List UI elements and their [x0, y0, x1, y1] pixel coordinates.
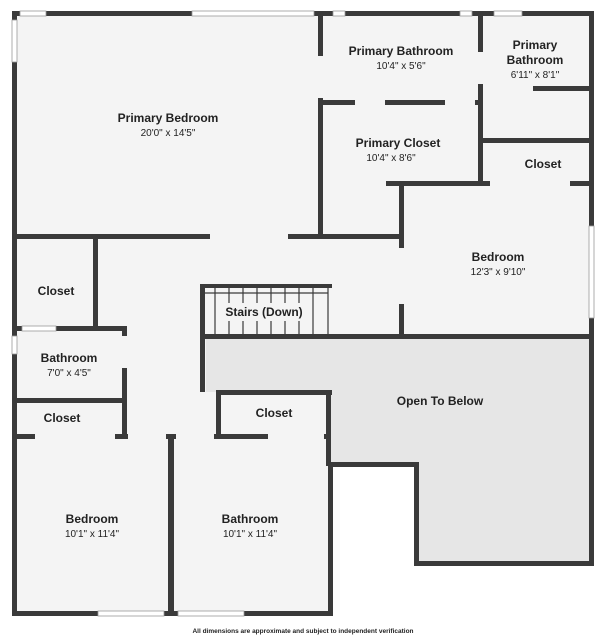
room-dims-primary-bathroom: 10'4" x 5'6"	[376, 61, 426, 72]
windows	[11, 10, 595, 617]
room-name-primary-bathroom: Primary Bathroom	[349, 44, 454, 58]
open-to-below-area	[206, 339, 590, 562]
room-name-bedroom-bottom: Bedroom	[66, 512, 119, 526]
room-name-closet-left-lower: Closet	[44, 411, 81, 425]
room-name-primary-bathroom-2-line1: Primary	[513, 38, 558, 52]
room-name-primary-closet: Primary Closet	[356, 136, 441, 150]
room-name-primary-bedroom: Primary Bedroom	[118, 111, 219, 125]
room-dims-bathroom-small: 7'0" x 4'5"	[47, 368, 91, 379]
room-dims-primary-bathroom-2: 6'11" x 8'1"	[511, 70, 560, 81]
room-name-bathroom-small: Bathroom	[41, 351, 98, 365]
stairs-treads	[205, 288, 329, 334]
room-name-bedroom-right: Bedroom	[472, 250, 525, 264]
room-name-bathroom-bottom: Bathroom	[222, 512, 279, 526]
room-name-closet-right: Closet	[525, 157, 562, 171]
doors	[35, 52, 570, 439]
room-dims-bedroom-right: 12'3" x 9'10"	[471, 267, 526, 278]
room-dims-bedroom-bottom: 10'1" x 11'4"	[65, 529, 120, 540]
room-name-primary-bathroom-2-line2: Bathroom	[507, 53, 564, 67]
disclaimer-text: All dimensions are approximate and subje…	[192, 628, 414, 635]
room-labels: Primary Bedroom 20'0" x 14'5" Primary Ba…	[38, 38, 564, 540]
room-dims-primary-bedroom: 20'0" x 14'5"	[141, 128, 196, 139]
room-name-closet-left-upper: Closet	[38, 284, 75, 298]
room-name-closet-middle: Closet	[256, 406, 293, 420]
room-dims-bathroom-bottom: 10'1" x 11'4"	[223, 529, 278, 540]
room-name-stairs: Stairs (Down)	[225, 305, 302, 319]
room-dims-primary-closet: 10'4" x 8'6"	[366, 153, 416, 164]
room-name-open-to-below: Open To Below	[397, 394, 484, 408]
